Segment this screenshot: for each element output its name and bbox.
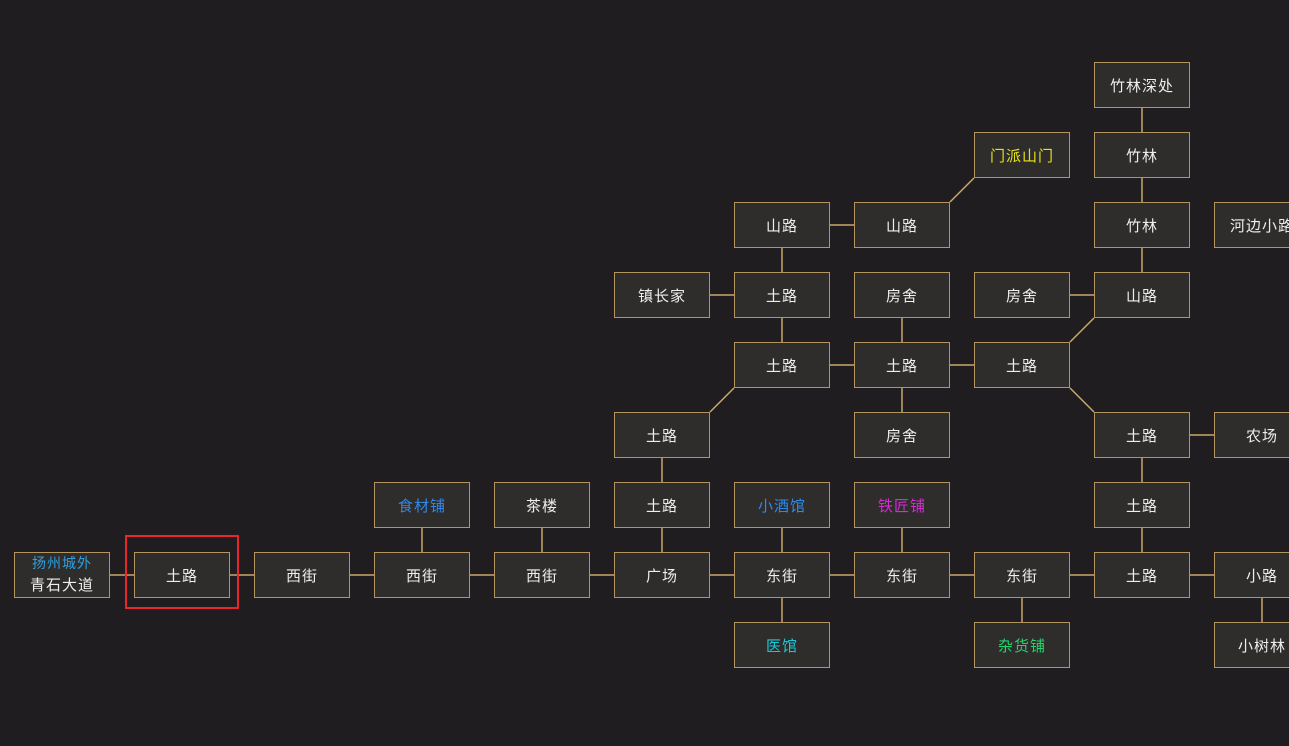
room-road-h[interactable]: 土路 xyxy=(1094,482,1190,528)
room-label: 医馆 xyxy=(765,636,798,655)
room-smithy[interactable]: 铁匠铺 xyxy=(854,482,950,528)
room-road-d[interactable]: 土路 xyxy=(974,342,1070,388)
room-label: 河边小路 xyxy=(1229,216,1289,235)
room-label: 山路 xyxy=(765,216,798,235)
room-square[interactable]: 广场 xyxy=(614,552,710,598)
room-bamboo-deep[interactable]: 竹林深处 xyxy=(1094,62,1190,108)
room-mayor[interactable]: 镇长家 xyxy=(614,272,710,318)
room-west-1[interactable]: 西街 xyxy=(254,552,350,598)
room-riverside[interactable]: 河边小路 xyxy=(1214,202,1289,248)
room-gate[interactable]: 扬州城外青石大道 xyxy=(14,552,110,598)
room-house-2[interactable]: 房舍 xyxy=(974,272,1070,318)
room-house-1[interactable]: 房舍 xyxy=(854,272,950,318)
room-road-g[interactable]: 土路 xyxy=(614,482,710,528)
room-label: 东街 xyxy=(1005,566,1038,585)
room-label: 小树林 xyxy=(1237,636,1286,655)
room-grove[interactable]: 小树林 xyxy=(1214,622,1289,668)
region-name-label: 扬州城外 xyxy=(32,556,92,572)
room-label: 山路 xyxy=(1125,286,1158,305)
room-sect-gate[interactable]: 门派山门 xyxy=(974,132,1070,178)
room-label: 镇长家 xyxy=(637,286,686,305)
room-label: 小酒馆 xyxy=(757,496,806,515)
room-label: 竹林 xyxy=(1125,146,1158,165)
room-label: 房舍 xyxy=(885,426,918,445)
room-west-2[interactable]: 西街 xyxy=(374,552,470,598)
room-road-b[interactable]: 土路 xyxy=(734,342,830,388)
room-east-2[interactable]: 东街 xyxy=(854,552,950,598)
room-label: 土路 xyxy=(1125,566,1158,585)
room-label: 山路 xyxy=(885,216,918,235)
room-clinic[interactable]: 医馆 xyxy=(734,622,830,668)
room-label: 土路 xyxy=(765,286,798,305)
room-path[interactable]: 小路 xyxy=(1214,552,1289,598)
room-label: 农场 xyxy=(1245,426,1278,445)
path-link xyxy=(1069,387,1095,413)
room-farm[interactable]: 农场 xyxy=(1214,412,1289,458)
room-road-f[interactable]: 土路 xyxy=(1094,412,1190,458)
room-teahouse[interactable]: 茶楼 xyxy=(494,482,590,528)
path-link xyxy=(949,177,975,203)
room-label: 土路 xyxy=(1125,426,1158,445)
room-label: 西街 xyxy=(525,566,558,585)
room-label: 东街 xyxy=(765,566,798,585)
room-mountain-1[interactable]: 山路 xyxy=(734,202,830,248)
room-label: 土路 xyxy=(165,566,198,585)
room-grocery[interactable]: 杂货铺 xyxy=(974,622,1070,668)
room-bamboo-2[interactable]: 竹林 xyxy=(1094,202,1190,248)
room-east-1[interactable]: 东街 xyxy=(734,552,830,598)
room-mountain-2[interactable]: 山路 xyxy=(854,202,950,248)
room-label: 房舍 xyxy=(1005,286,1038,305)
room-label: 杂货铺 xyxy=(997,636,1046,655)
room-label: 铁匠铺 xyxy=(877,496,926,515)
room-label: 竹林深处 xyxy=(1109,76,1174,95)
room-label: 小路 xyxy=(1245,566,1278,585)
room-mountain-3[interactable]: 山路 xyxy=(1094,272,1190,318)
room-label: 土路 xyxy=(1125,496,1158,515)
room-road-c[interactable]: 土路 xyxy=(854,342,950,388)
room-label: 房舍 xyxy=(885,286,918,305)
room-house-3[interactable]: 房舍 xyxy=(854,412,950,458)
room-west-3[interactable]: 西街 xyxy=(494,552,590,598)
path-link xyxy=(1069,317,1095,343)
room-label: 土路 xyxy=(765,356,798,375)
room-label: 土路 xyxy=(645,496,678,515)
room-label: 茶楼 xyxy=(525,496,558,515)
room-label: 东街 xyxy=(885,566,918,585)
room-label: 土路 xyxy=(885,356,918,375)
room-food-shop[interactable]: 食材铺 xyxy=(374,482,470,528)
room-road-e[interactable]: 土路 xyxy=(614,412,710,458)
room-label: 门派山门 xyxy=(989,146,1054,165)
room-label: 土路 xyxy=(1005,356,1038,375)
path-link xyxy=(709,387,735,413)
room-label: 广场 xyxy=(645,566,678,585)
room-label: 食材铺 xyxy=(397,496,446,515)
room-bamboo-1[interactable]: 竹林 xyxy=(1094,132,1190,178)
room-label: 青石大道 xyxy=(29,576,94,594)
room-outskirts-road[interactable]: 土路 xyxy=(134,552,230,598)
room-label: 西街 xyxy=(285,566,318,585)
room-tavern[interactable]: 小酒馆 xyxy=(734,482,830,528)
room-label: 西街 xyxy=(405,566,438,585)
room-label: 土路 xyxy=(645,426,678,445)
room-east-3[interactable]: 东街 xyxy=(974,552,1070,598)
room-label: 竹林 xyxy=(1125,216,1158,235)
room-road-a[interactable]: 土路 xyxy=(734,272,830,318)
room-road-i[interactable]: 土路 xyxy=(1094,552,1190,598)
